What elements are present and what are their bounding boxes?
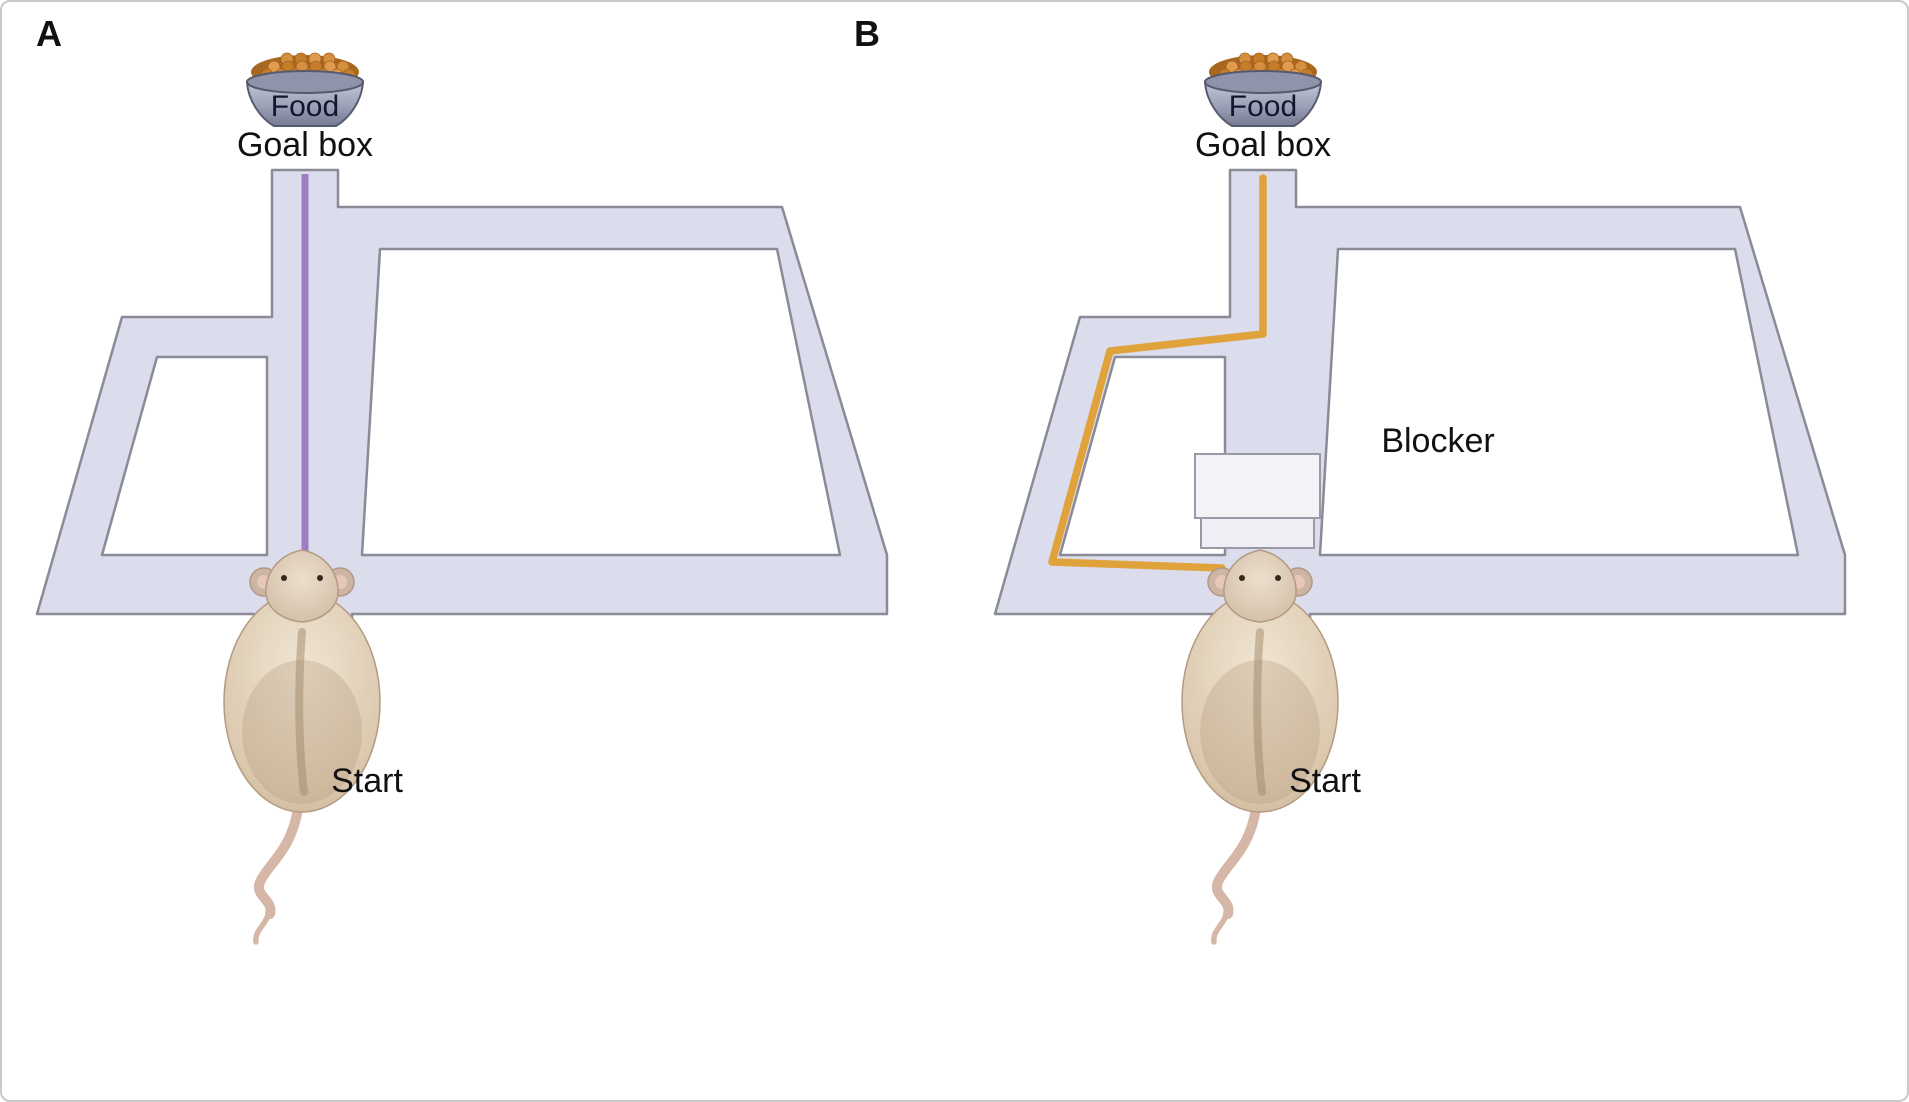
detour-route-line [1048,174,1267,572]
start-label: Start [331,762,403,800]
maze-a [35,168,889,726]
goal-box-label: Goal box [1195,126,1331,164]
panel-b: Blocker Food Goal box Start [993,52,1847,942]
food-label: Food [271,90,339,123]
goal-box-label: Goal box [237,126,373,164]
food-label: Food [1229,90,1297,123]
blocker-box [1194,453,1321,549]
panel-b-letter: B [854,13,880,54]
blocker-label: Blocker [1381,422,1494,460]
start-label: Start [1289,762,1361,800]
panel-a: Food Goal box Start [35,52,889,942]
panel-a-letter: A [36,13,62,54]
